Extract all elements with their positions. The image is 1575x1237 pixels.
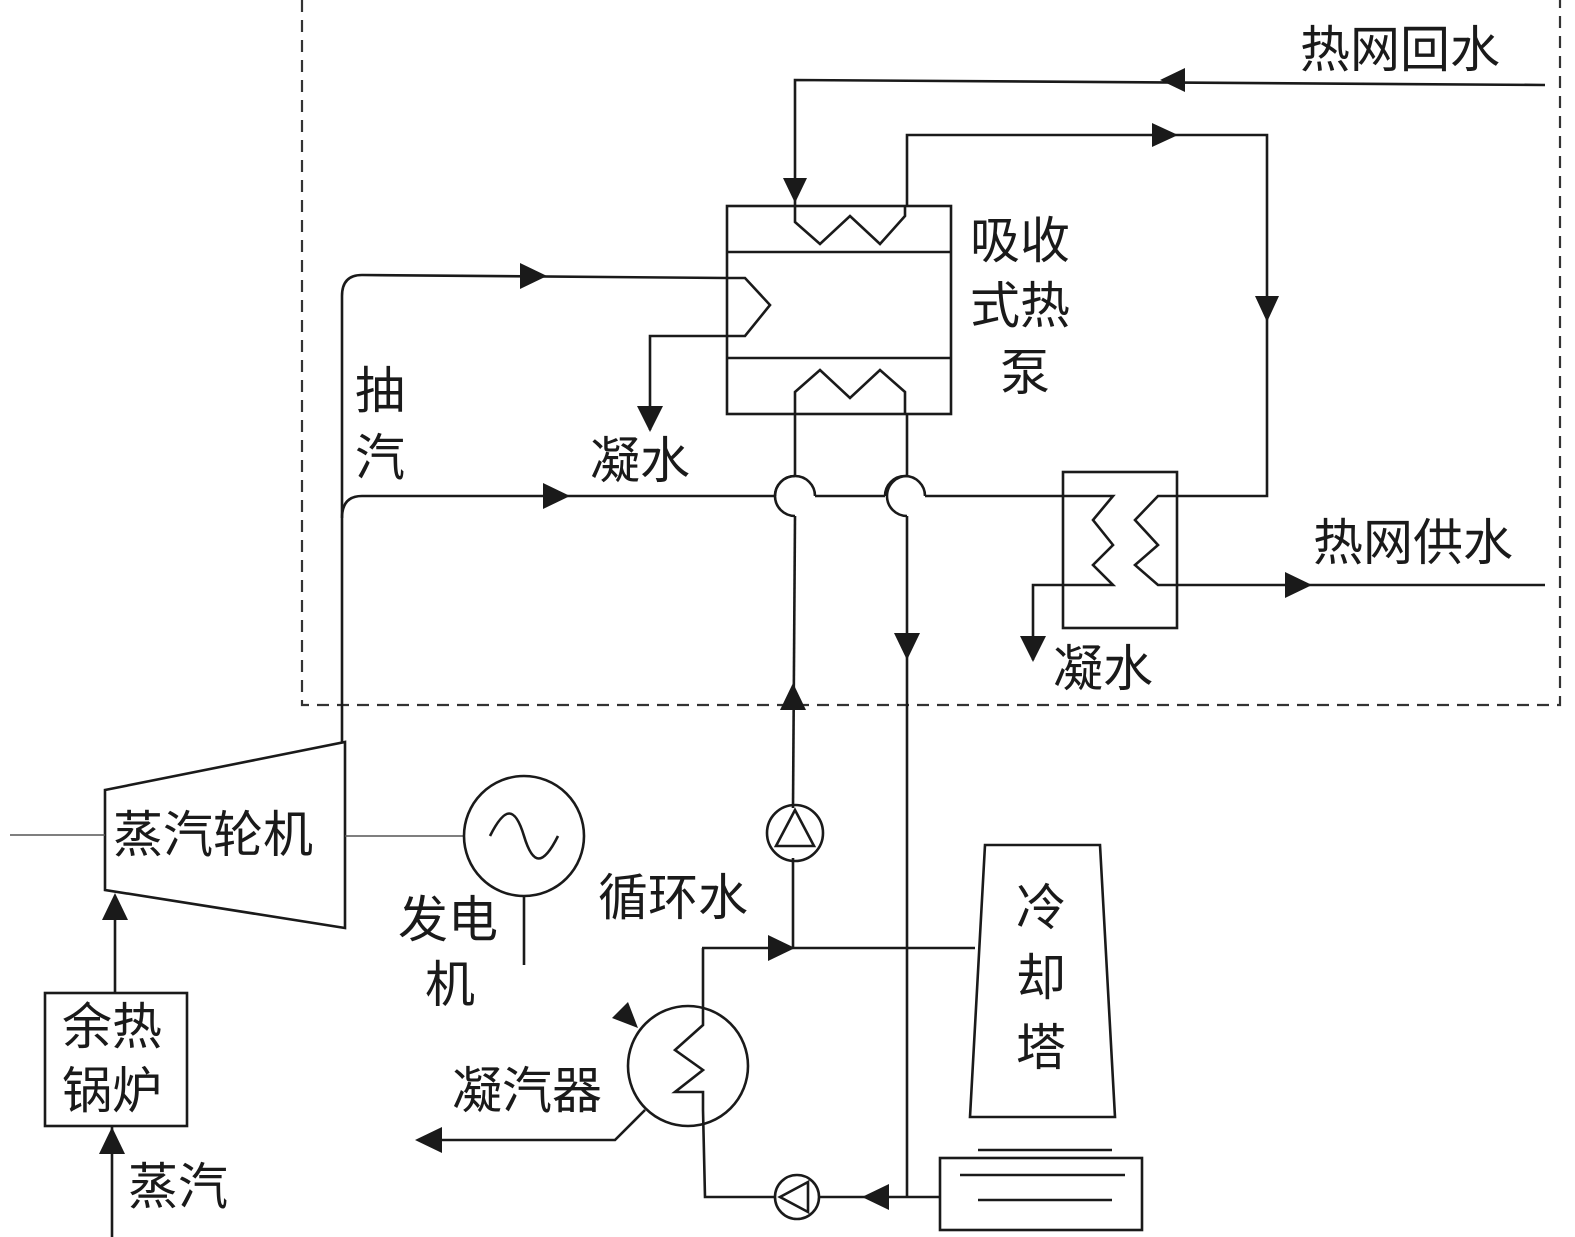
condensate-label-1: 凝水 [590, 432, 690, 490]
circulating-water-return-line [885, 414, 920, 1197]
cooling-tower-label-line2: 却 [1016, 949, 1066, 1007]
cooling-tower-label-line3: 塔 [1016, 1019, 1066, 1077]
steam-turbine [10, 740, 465, 930]
hrsg-label-line2: 锅炉 [62, 1062, 162, 1120]
heat-pump-outlet-line [905, 123, 1279, 498]
supply-water-label: 热网供水 [1313, 514, 1513, 572]
extraction-steam-line [340, 263, 1085, 742]
generator-label-line2: 机 [425, 956, 475, 1014]
steam-label: 蒸汽 [128, 1158, 228, 1216]
heat-pump-label-line3: 泵 [1000, 344, 1050, 402]
heat-pump-condensate-line [637, 334, 727, 432]
return-water-line [783, 68, 1546, 206]
cooling-tower-label-line1: 冷 [1016, 879, 1066, 937]
generator [462, 774, 638, 1028]
return-water-label: 热网回水 [1300, 21, 1500, 79]
turbine-label: 蒸汽轮机 [113, 806, 313, 864]
peak-heater [1020, 470, 1545, 662]
hrsg-label-line1: 余热 [62, 998, 162, 1056]
extraction-label-line2: 汽 [355, 429, 405, 487]
absorption-heat-pump [725, 204, 953, 416]
generator-label-line1: 发电 [398, 891, 498, 949]
cooling-tower [938, 843, 1144, 1232]
condensate-label-2: 凝水 [1053, 640, 1153, 698]
circulating-pump-upper [765, 803, 825, 863]
hrsg [43, 893, 189, 1237]
extraction-label-line1: 抽 [355, 362, 405, 420]
circulating-pump-lower [773, 1173, 940, 1221]
condenser-label: 凝汽器 [452, 1062, 602, 1120]
condenser [415, 946, 790, 1199]
retrofit-boundary [300, 0, 1562, 707]
circulating-water-label: 循环水 [598, 869, 748, 927]
heat-pump-label-line1: 吸收 [970, 212, 1070, 270]
heat-pump-label-line2: 式热 [970, 277, 1070, 335]
